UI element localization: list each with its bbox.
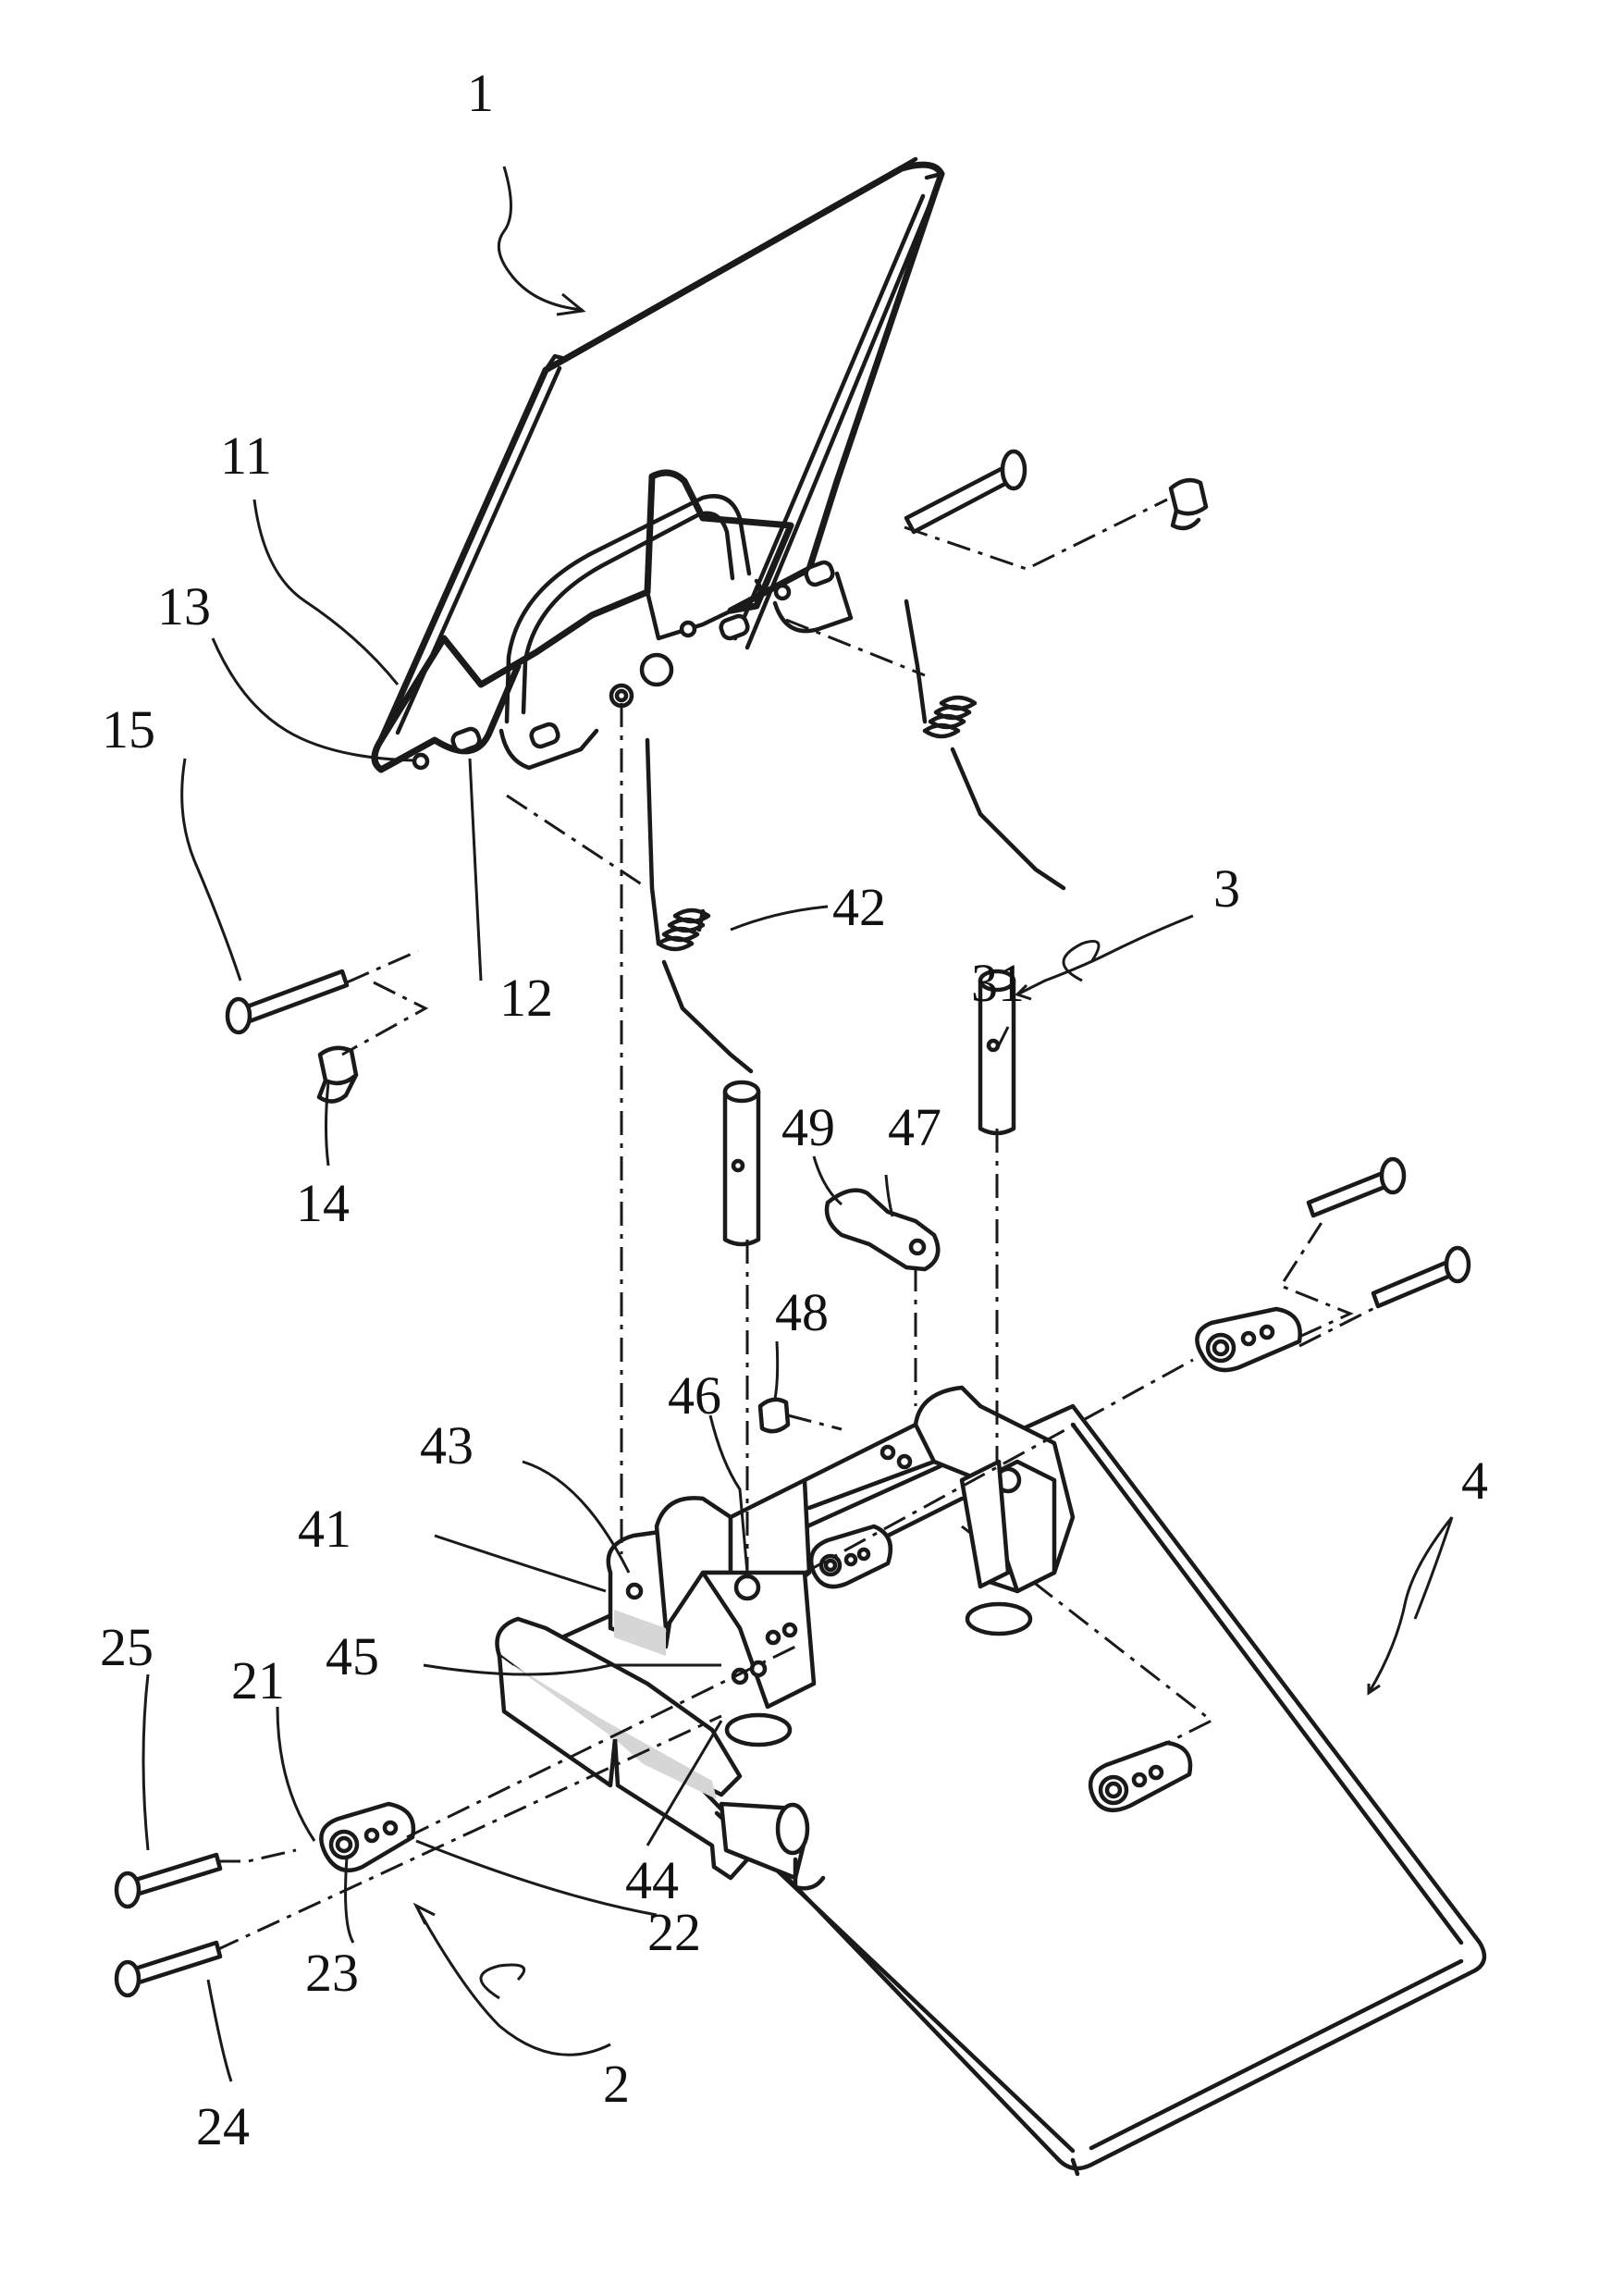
label-24: 24 (196, 2096, 250, 2156)
pin-24 (114, 1940, 223, 1998)
bracket-assembly-41 (606, 1385, 1076, 1747)
assembly-lines (215, 498, 1379, 1952)
label-4: 4 (1461, 1451, 1488, 1511)
label-11: 11 (220, 426, 272, 486)
label-23: 23 (305, 1943, 359, 2003)
pins-right (1306, 1156, 1471, 1309)
label-12: 12 (499, 968, 553, 1028)
leader-lines (141, 166, 1454, 2082)
label-43: 43 (420, 1415, 474, 1476)
label-25: 25 (100, 1617, 154, 1677)
pin-15 (225, 969, 350, 1035)
label-49: 49 (781, 1097, 835, 1157)
spacer-link-right (1195, 1306, 1302, 1373)
upper-frame-part-1 (371, 156, 945, 773)
cap-upper-right (1168, 477, 1209, 531)
rivet-48 (757, 1397, 791, 1434)
label-1: 1 (467, 63, 494, 123)
guide-rod-left (722, 1080, 761, 1247)
reference-numerals: 1 11 13 15 12 14 42 3 31 49 47 48 46 43 … (100, 63, 1488, 2156)
label-2: 2 (603, 2054, 630, 2114)
label-31: 31 (971, 953, 1025, 1013)
label-15: 15 (102, 699, 155, 759)
spacer-link-lower (1088, 1740, 1193, 1813)
label-44: 44 (625, 1850, 679, 1910)
latch-plate-47 (824, 1188, 941, 1272)
torsion-spring-right (904, 599, 1066, 891)
label-3: 3 (1213, 858, 1240, 919)
torsion-spring-42 (645, 737, 754, 1074)
pin-25 (114, 1852, 223, 1909)
label-46: 46 (668, 1365, 721, 1426)
label-47: 47 (888, 1097, 941, 1157)
label-14: 14 (296, 1173, 350, 1233)
label-21: 21 (231, 1650, 285, 1710)
label-48: 48 (775, 1282, 829, 1342)
pin-upper-right (904, 449, 1027, 535)
label-22: 22 (647, 1902, 701, 1962)
cap-14 (316, 1045, 359, 1104)
guide-rod-31 (978, 969, 1016, 1136)
label-42: 42 (832, 877, 886, 937)
link-plate-part-2 (319, 1801, 416, 1872)
label-13: 13 (157, 576, 211, 636)
label-41: 41 (298, 1499, 351, 1559)
label-45: 45 (326, 1626, 379, 1686)
